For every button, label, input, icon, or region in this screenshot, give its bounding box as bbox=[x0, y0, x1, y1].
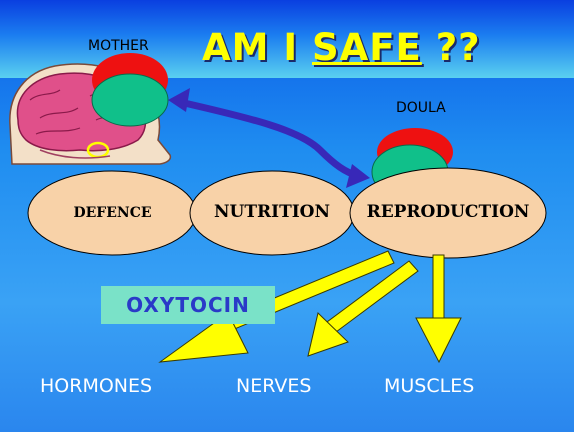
nerves-label: NERVES bbox=[236, 375, 311, 397]
title-part1: AM I bbox=[202, 26, 312, 69]
mother-label: MOTHER bbox=[88, 38, 149, 54]
hormones-label: HORMONES bbox=[40, 375, 152, 397]
title-part2: ?? bbox=[422, 26, 481, 69]
mother-green-oval bbox=[92, 74, 168, 126]
nutrition-label: NUTRITION bbox=[192, 202, 352, 222]
reproduction-label: REPRODUCTION bbox=[350, 202, 546, 222]
defence-label: DEFENCE bbox=[30, 205, 195, 221]
arrow-to-muscles bbox=[416, 255, 461, 362]
doula-label: DOULA bbox=[396, 100, 446, 116]
oxytocin-label: OXYTOCIN bbox=[101, 286, 275, 324]
title-safe-word: SAFE bbox=[312, 26, 422, 69]
slide-title: AM I SAFE ?? bbox=[202, 26, 481, 69]
muscles-label: MUSCLES bbox=[384, 375, 474, 397]
